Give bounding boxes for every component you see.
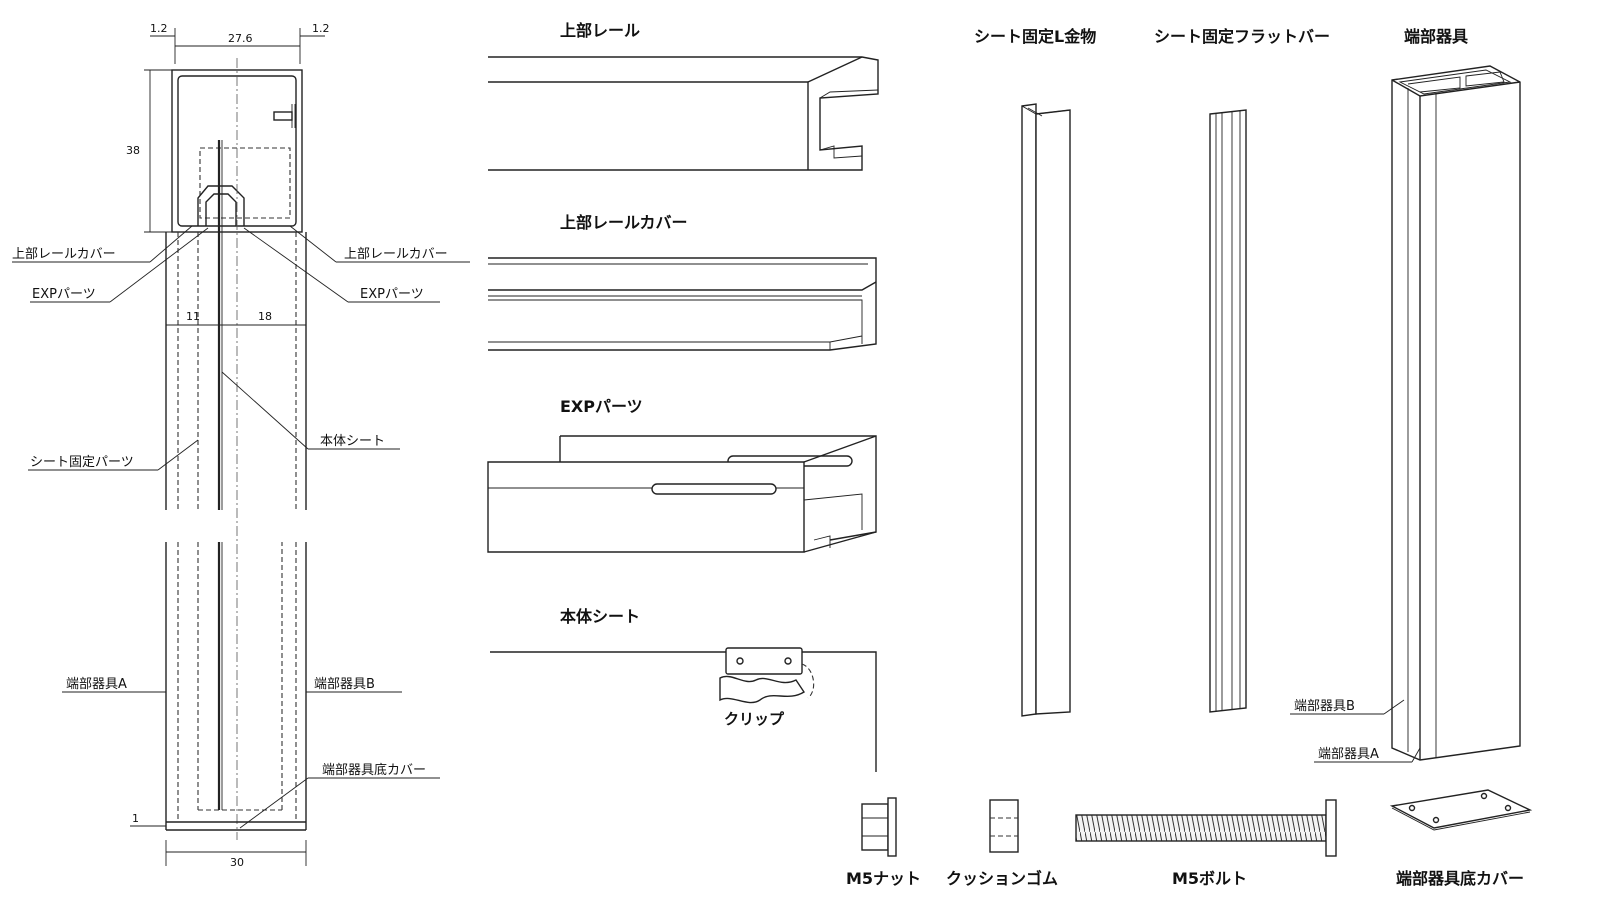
- part-sheet-fixing-l-bracket: シート固定L金物: [974, 27, 1096, 717]
- title-m5-nut: M5ナット: [846, 869, 921, 888]
- title-end-fitting: 端部器具: [1404, 27, 1468, 46]
- clip-icon: [719, 647, 815, 704]
- title-upper-rail-cover: 上部レールカバー: [560, 213, 688, 232]
- title-m5-bolt: M5ボルト: [1172, 869, 1247, 888]
- part-exp-parts: EXPパーツ: [487, 397, 877, 553]
- label-end-fitting-b-part: 端部器具B: [1294, 699, 1355, 714]
- title-exp-parts: EXPパーツ: [560, 397, 643, 416]
- dim-27-6: 27.6: [228, 32, 253, 45]
- label-end-fitting-bottom-cover: 端部器具底カバー: [322, 762, 426, 778]
- title-upper-rail: 上部レール: [560, 21, 640, 40]
- title-sheet-fixing-flat-bar: シート固定フラットバー: [1154, 27, 1330, 46]
- part-end-fitting-bottom-cover: 端部器具底カバー: [1389, 789, 1533, 888]
- dim-30: 30: [230, 856, 244, 869]
- label-upper-rail-cover-left: 上部レールカバー: [12, 247, 116, 262]
- label-body-sheet: 本体シート: [320, 434, 385, 449]
- title-body-sheet: 本体シート: [560, 607, 640, 626]
- part-upper-rail-cover: 上部レールカバー: [488, 213, 877, 351]
- title-end-fitting-bottom-cover: 端部器具底カバー: [1396, 869, 1524, 888]
- part-m5-nut: M5ナット: [846, 797, 921, 888]
- label-clip: クリップ: [724, 710, 785, 728]
- label-end-fitting-b: 端部器具B: [314, 677, 375, 692]
- dim-1: 1: [132, 812, 139, 825]
- label-exp-parts-left: EXPパーツ: [32, 287, 96, 302]
- label-upper-rail-cover-right: 上部レールカバー: [344, 247, 448, 262]
- title-sheet-fixing-l-bracket: シート固定L金物: [974, 27, 1096, 46]
- dim-1-2-left: 1.2: [150, 22, 168, 35]
- part-upper-rail: 上部レール: [488, 21, 879, 171]
- dim-11: 11: [186, 310, 200, 323]
- part-m5-bolt: M5ボルト: [1075, 799, 1337, 888]
- part-sheet-fixing-flat-bar: シート固定フラットバー: [1154, 27, 1330, 713]
- dim-38: 38: [126, 144, 140, 157]
- label-sheet-fixing-parts: シート固定パーツ: [30, 455, 134, 470]
- part-end-fitting: 端部器具 端部器具B 端部器具A: [1290, 27, 1521, 763]
- part-body-sheet: 本体シート クリップ: [490, 607, 877, 772]
- label-exp-parts-right: EXPパーツ: [360, 287, 424, 302]
- label-end-fitting-a-part: 端部器具A: [1318, 747, 1379, 762]
- title-cushion-rubber: クッションゴム: [946, 869, 1058, 888]
- label-end-fitting-a: 端部器具A: [66, 677, 127, 692]
- part-cushion-rubber: クッションゴム: [946, 799, 1058, 888]
- dim-18: 18: [258, 310, 272, 323]
- section-view: 1.2 27.6 1.2 38 11 18: [12, 22, 470, 869]
- dim-1-2-right: 1.2: [312, 22, 330, 35]
